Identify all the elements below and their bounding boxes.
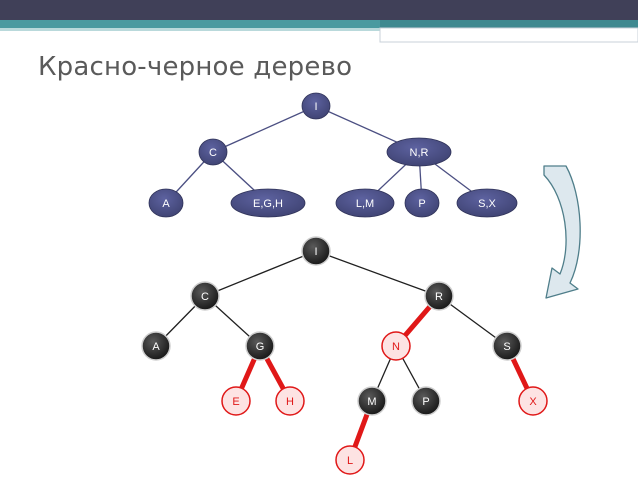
- btree-node-label: I: [314, 101, 317, 113]
- rbtree-node-X: X: [518, 386, 548, 416]
- btree-edge: [212, 105, 317, 153]
- btree-node-label: A: [162, 198, 170, 210]
- btree-node-A: A: [148, 188, 184, 218]
- rbtree-node-label: S: [503, 341, 510, 353]
- rbtree-edge-black: [315, 250, 440, 297]
- rbtree-node-label: L: [347, 455, 353, 467]
- btree-node-label: N,R: [410, 147, 429, 159]
- rbtree-node-N: N: [381, 331, 411, 361]
- rbtree-edge-black: [204, 250, 317, 297]
- slide-title: Красно-черное дерево: [38, 52, 353, 82]
- rbtree-edges: [155, 250, 536, 463]
- rbtree-node-label: P: [422, 396, 429, 408]
- rbtree-node-R: R: [424, 281, 454, 311]
- rbtree-node-label: A: [152, 341, 160, 353]
- btree-node-label: E,G,H: [253, 198, 283, 210]
- btree-node-label: C: [209, 147, 217, 159]
- header-tab: [379, 27, 638, 43]
- rbtree-node-C: C: [190, 281, 220, 311]
- btree-node-SX: S,X: [456, 188, 518, 218]
- btree-nodes: I C N,R A E,G,H L,M: [148, 92, 518, 218]
- rbtree-node-label: G: [256, 341, 265, 353]
- btree-node-label: S,X: [478, 198, 496, 210]
- rbtree-node-label: I: [314, 246, 317, 258]
- rbtree-node-L: L: [335, 445, 365, 475]
- rbtree-node-E: E: [221, 386, 251, 416]
- rbtree-node-P: P: [411, 386, 441, 416]
- btree-node-I: I: [301, 92, 331, 120]
- rbtree-node-A: A: [141, 331, 171, 361]
- btree-node-P: P: [404, 188, 440, 218]
- header-band-accent: [380, 20, 638, 28]
- btree-node-C: C: [198, 138, 228, 166]
- rbtree-node-label: N: [392, 341, 400, 353]
- rbtree-node-I: I: [301, 236, 331, 266]
- rbtree-node-label: R: [435, 291, 443, 303]
- rbtree-node-H: H: [275, 386, 305, 416]
- rbtree-node-label: C: [201, 291, 209, 303]
- header-band-light: [0, 28, 638, 31]
- header-band-dark: [0, 0, 638, 20]
- rbtree-node-G: G: [245, 331, 275, 361]
- rbtree-node-label: X: [529, 396, 537, 408]
- rbtree-nodes: I C R A G N S: [141, 236, 548, 475]
- rbtree-node-label: H: [286, 396, 294, 408]
- btree-node-EGH: E,G,H: [230, 188, 306, 218]
- rbtree-node-label: M: [367, 396, 376, 408]
- rbtree-node-label: E: [232, 396, 239, 408]
- btree-node-label: P: [418, 198, 425, 210]
- btree-node-LM: L,M: [335, 188, 395, 218]
- rbtree-node-S: S: [492, 331, 522, 361]
- btree-node-label: L,M: [356, 198, 374, 210]
- header-band-teal: [0, 20, 638, 28]
- rbtree-node-M: M: [357, 386, 387, 416]
- transition-arrow-icon: [543, 165, 581, 299]
- btree-node-NR: N,R: [386, 137, 452, 167]
